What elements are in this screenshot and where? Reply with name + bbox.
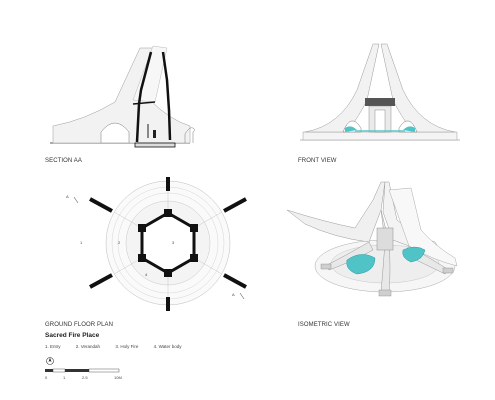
isometric-view-drawing bbox=[286, 181, 458, 297]
section-aa-label: SECTION AA bbox=[45, 158, 83, 164]
section-marker-bottom: A bbox=[232, 292, 235, 297]
isometric-view-label: ISOMETRIC VIEW bbox=[298, 322, 350, 328]
scale-tick-3: 10M bbox=[114, 375, 122, 380]
ground-floor-plan-drawing bbox=[73, 177, 247, 311]
project-title: Sacred Fire Place bbox=[45, 332, 100, 339]
scale-tick-2: 2.5 bbox=[82, 375, 88, 380]
section-aa-drawing bbox=[50, 45, 195, 148]
plan-number-4: 4 bbox=[145, 272, 148, 277]
scale-bar bbox=[45, 368, 120, 373]
scale-tick-1: 1 bbox=[63, 375, 66, 380]
north-arrow-icon bbox=[46, 357, 54, 365]
legend-item-verandah: 2. Verandah bbox=[75, 344, 101, 349]
ground-floor-plan-label: GROUND FLOOR PLAN bbox=[45, 322, 114, 328]
legend: 1. Entry 2. Verandah 3. Holy Fire 4. Wat… bbox=[45, 344, 195, 349]
plan-number-3: 3 bbox=[172, 240, 175, 245]
legend-item-holy-fire: 3. Holy Fire bbox=[115, 344, 139, 349]
front-view-drawing bbox=[300, 43, 460, 141]
plan-number-1: 1 bbox=[80, 240, 83, 245]
legend-item-entry: 1. Entry bbox=[45, 344, 61, 349]
scale-tick-0: 0 bbox=[45, 375, 48, 380]
section-marker-top: A bbox=[66, 194, 69, 199]
legend-item-water-body: 4. Water body bbox=[153, 344, 182, 349]
front-view-label: FRONT VIEW bbox=[298, 158, 337, 164]
plan-number-2: 2 bbox=[118, 240, 121, 245]
